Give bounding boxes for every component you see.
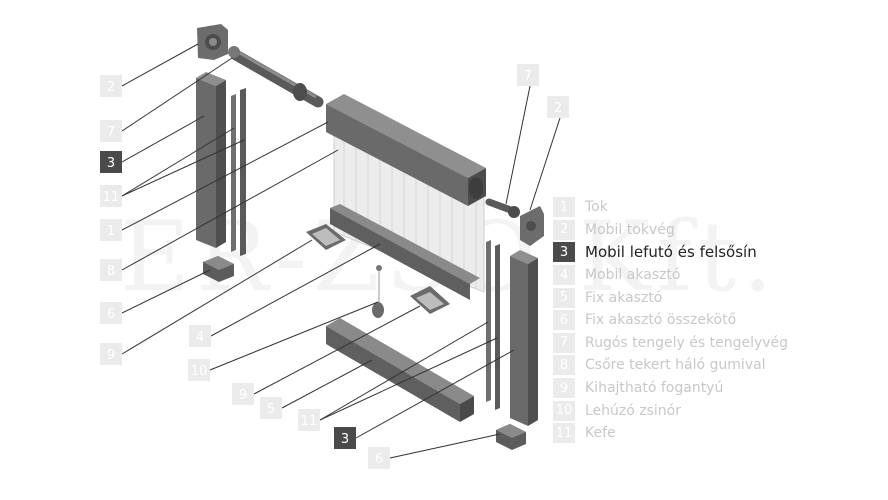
axle-end-right [485, 198, 520, 218]
legend-number: 6 [553, 310, 575, 331]
callout-label: 2 [554, 101, 562, 116]
legend-item: 9 Kihajtható fogantyú [553, 377, 853, 400]
cassette-box [326, 94, 486, 206]
callout-label: 6 [107, 307, 115, 322]
callout-label: 11 [301, 414, 318, 429]
legend-item: 2 Mobil tokvég [553, 219, 853, 242]
legend-label: Mobil lefutó és felsősín [585, 243, 757, 262]
brush-left [231, 88, 246, 256]
end-cap-right [520, 206, 544, 246]
pull-cord [372, 265, 384, 318]
parts-legend: 1 Tok 2 Mobil tokvég 3 Mobil lefutó és f… [553, 196, 853, 445]
callout-label: 2 [107, 80, 115, 95]
side-rail-left [196, 72, 226, 248]
side-rail-right [510, 250, 538, 426]
callout-label: 3 [341, 432, 349, 447]
legend-label: Fix akasztó [585, 289, 663, 306]
legend-label: Kefe [585, 425, 616, 442]
callout-label: 3 [107, 156, 115, 171]
pull-bar [330, 204, 480, 300]
callout-label: 8 [107, 264, 115, 279]
callout-label: 7 [524, 69, 532, 84]
handle-upper [306, 224, 346, 250]
legend-number: 3 [553, 242, 575, 263]
callout-label: 9 [239, 388, 247, 403]
callout-label: 4 [196, 330, 204, 345]
legend-number: 8 [553, 355, 575, 376]
legend-label: Csőre tekert háló gumival [585, 357, 766, 374]
legend-label: Mobil akasztó [585, 267, 681, 284]
legend-label: Lehúzó zsinór [585, 402, 682, 419]
legend-label: Mobil tokvég [585, 221, 675, 238]
legend-item-active: 3 Mobil lefutó és felsősín [553, 241, 853, 264]
bottom-rail [326, 318, 474, 422]
legend-number: 9 [553, 378, 575, 399]
callout-label: 5 [267, 402, 275, 417]
callout-boxes-right: 7 2 [517, 64, 569, 118]
callout-label: 9 [107, 348, 115, 363]
connector-right [496, 424, 526, 450]
legend-number: 7 [553, 332, 575, 353]
end-cap-top-left [197, 24, 228, 60]
callout-label: 11 [103, 190, 120, 205]
legend-label: Fix akasztó összekötő [585, 312, 737, 329]
legend-item: 11 Kefe [553, 422, 853, 445]
spring-shaft [228, 46, 324, 108]
legend-item: 5 Fix akasztó [553, 286, 853, 309]
legend-item: 4 Mobil akasztó [553, 264, 853, 287]
callout-label: 1 [107, 224, 115, 239]
handle-lower [410, 286, 450, 314]
legend-number: 1 [553, 197, 575, 218]
callout-label: 10 [191, 364, 208, 379]
callout-boxes-left: 2 7 3 11 1 8 6 9 4 10 9 5 11 3 6 [100, 75, 390, 469]
legend-item: 6 Fix akasztó összekötő [553, 309, 853, 332]
legend-item: 8 Csőre tekert háló gumival [553, 354, 853, 377]
legend-number: 2 [553, 219, 575, 240]
legend-item: 7 Rugós tengely és tengelyvég [553, 332, 853, 355]
leader-lines [121, 43, 561, 459]
callout-label: 6 [375, 452, 383, 467]
legend-item: 10 Lehúzó zsinór [553, 399, 853, 422]
legend-number: 5 [553, 287, 575, 308]
legend-label: Kihajtható fogantyú [585, 380, 724, 397]
legend-label: Rugós tengely és tengelyvég [585, 334, 789, 351]
connector-left [203, 256, 234, 282]
callout-label: 7 [107, 125, 115, 140]
legend-item: 1 Tok [553, 196, 853, 219]
legend-number: 4 [553, 265, 575, 286]
brush-right [486, 240, 500, 410]
legend-number: 10 [553, 400, 575, 421]
legend-number: 11 [553, 423, 575, 444]
legend-label: Tok [585, 199, 608, 216]
